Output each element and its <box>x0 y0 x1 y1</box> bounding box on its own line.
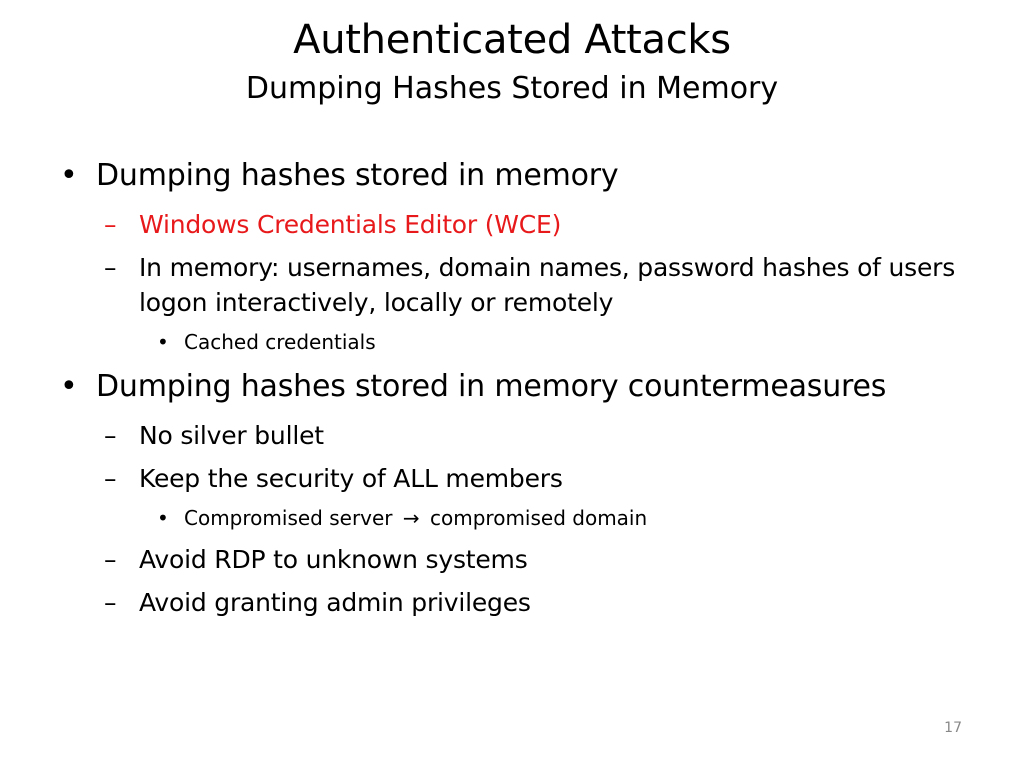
bullet-countermeasures: • Dumping hashes stored in memory counte… <box>60 366 990 408</box>
bullet-wce: – Windows Credentials Editor (WCE) <box>60 207 990 242</box>
bullet-dumping-hashes: • Dumping hashes stored in memory <box>60 155 990 197</box>
bullet-dot-icon: • <box>157 330 169 354</box>
bullet-text: Dumping hashes stored in memory <box>96 158 619 193</box>
bullet-dot-icon: • <box>60 158 78 193</box>
bullet-no-silver-bullet: – No silver bullet <box>60 418 990 453</box>
bullet-text: Avoid granting admin privileges <box>139 588 531 617</box>
bullet-dash-icon: – <box>104 545 117 574</box>
bullet-keep-security: – Keep the security of ALL members <box>60 461 990 496</box>
slide-subtitle: Dumping Hashes Stored in Memory <box>245 71 779 106</box>
bullet-compromised-server: • Compromised server → compromised domai… <box>60 504 990 532</box>
bullet-text: Dumping hashes stored in memory counterm… <box>96 369 887 404</box>
bullet-text-before: Compromised server <box>184 506 393 530</box>
bullet-avoid-rdp: – Avoid RDP to unknown systems <box>60 542 990 577</box>
slide-title: Authenticated Attacks <box>293 17 731 63</box>
bullet-in-memory: – In memory: usernames, domain names, pa… <box>60 250 990 320</box>
bullet-dash-icon: – <box>104 210 117 239</box>
bullet-dot-icon: • <box>60 369 78 404</box>
bullet-text: Keep the security of ALL members <box>139 464 563 493</box>
bullet-dash-icon: – <box>104 464 117 493</box>
bullet-avoid-admin: – Avoid granting admin privileges <box>60 585 990 620</box>
bullet-text: Windows Credentials Editor (WCE) <box>139 210 562 239</box>
bullet-dash-icon: – <box>104 253 117 282</box>
right-arrow-icon: → <box>402 506 420 530</box>
bullet-text-after: compromised domain <box>430 506 648 530</box>
slide-body: • Dumping hashes stored in memory – Wind… <box>60 155 990 628</box>
bullet-text: Avoid RDP to unknown systems <box>139 545 528 574</box>
bullet-cached-credentials: • Cached credentials <box>60 328 990 356</box>
bullet-dash-icon: – <box>104 588 117 617</box>
page-number: 17 <box>944 720 962 736</box>
bullet-text: Cached credentials <box>184 330 376 354</box>
bullet-text: No silver bullet <box>139 421 324 450</box>
bullet-dash-icon: – <box>104 421 117 450</box>
bullet-text: In memory: usernames, domain names, pass… <box>139 253 956 317</box>
title-block: Authenticated Attacks Dumping Hashes Sto… <box>0 12 1024 110</box>
bullet-dot-icon: • <box>157 506 169 530</box>
